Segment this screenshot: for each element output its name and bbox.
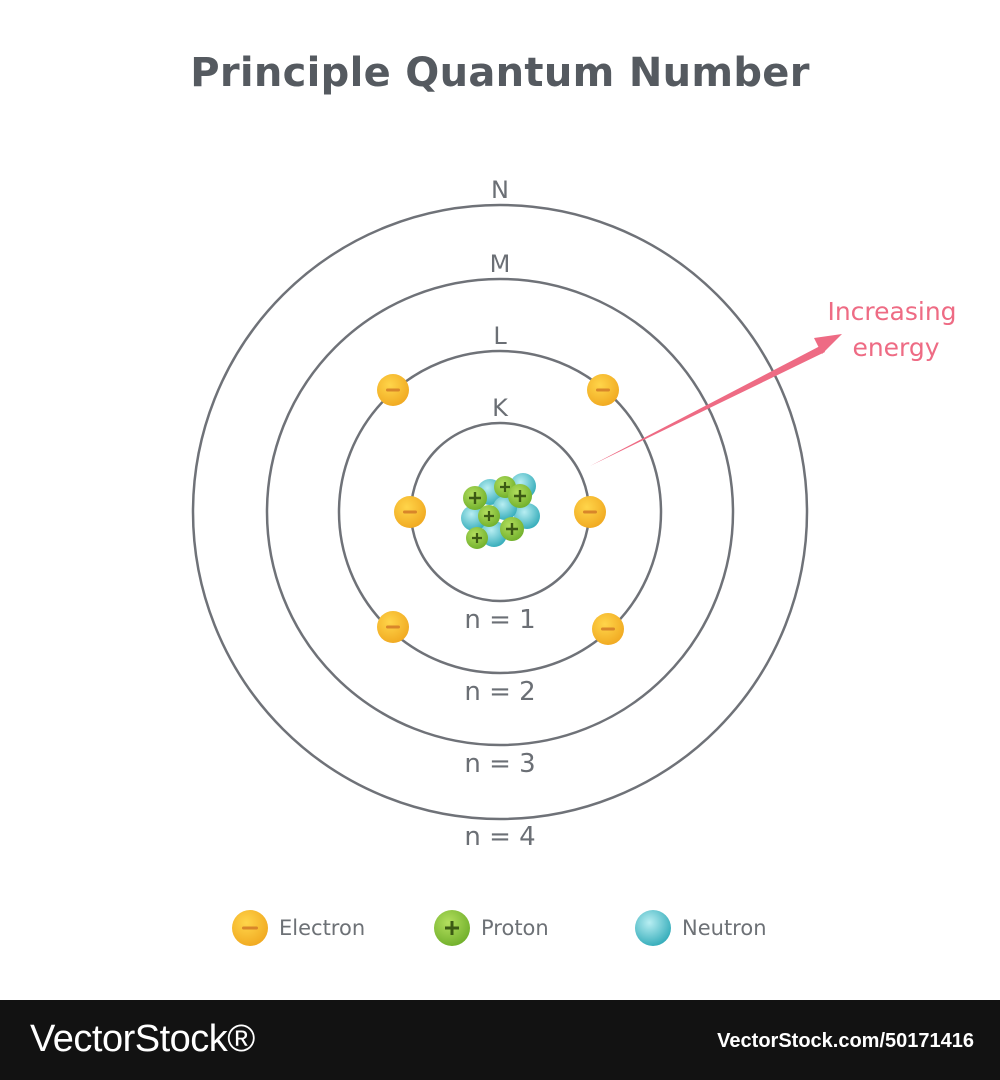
shell-m-n-label: n = 3 (464, 749, 535, 779)
energy-arrow-head (814, 334, 842, 354)
electron (394, 496, 426, 528)
electron-icon (232, 910, 268, 946)
electron (377, 374, 409, 406)
shell-m-letter: M (490, 250, 511, 278)
energy-label-line2: energy (852, 333, 939, 362)
proton (478, 505, 500, 527)
shell-n-letter: N (491, 176, 509, 204)
energy-arrow-shaft (590, 345, 825, 466)
electron (592, 613, 624, 645)
legend: Electron Proton Neutron (0, 906, 1000, 952)
legend-electron-label: Electron (279, 916, 366, 940)
shell-n-n-label: n = 4 (464, 822, 535, 852)
proton (463, 486, 487, 510)
neutron-icon (635, 910, 671, 946)
shell-n-orbit (191, 203, 809, 821)
shell-l-n-label: n = 2 (464, 677, 535, 707)
proton (500, 517, 524, 541)
proton (466, 527, 488, 549)
electron (377, 611, 409, 643)
energy-label-line1: Increasing (827, 297, 956, 326)
legend-proton-label: Proton (481, 916, 549, 940)
legend-electron: Electron (231, 906, 365, 950)
shell-k-letter: K (492, 394, 509, 422)
page-title: Principle Quantum Number (190, 50, 810, 96)
stock-id: VectorStock.com/50171416 (717, 1030, 974, 1052)
nucleus (461, 473, 540, 549)
shell-l-orbit (337, 349, 663, 675)
electron (587, 374, 619, 406)
proton (508, 484, 532, 508)
shell-m-orbit (265, 277, 735, 747)
shell-l-letter: L (493, 322, 507, 350)
legend-neutron: Neutron (634, 906, 767, 950)
legend-neutron-label: Neutron (682, 916, 767, 940)
electron (574, 496, 606, 528)
proton-icon (434, 910, 470, 946)
atom-diagram: N M L K n = 1 n = 2 n = 3 n = 4 (191, 176, 957, 852)
shell-k-n-label: n = 1 (464, 605, 535, 635)
brand-logo: VectorStock® (30, 1018, 255, 1060)
footer-bar: VectorStock® VectorStock.com/50171416 (0, 1000, 1000, 1080)
legend-proton: Proton (433, 906, 549, 950)
